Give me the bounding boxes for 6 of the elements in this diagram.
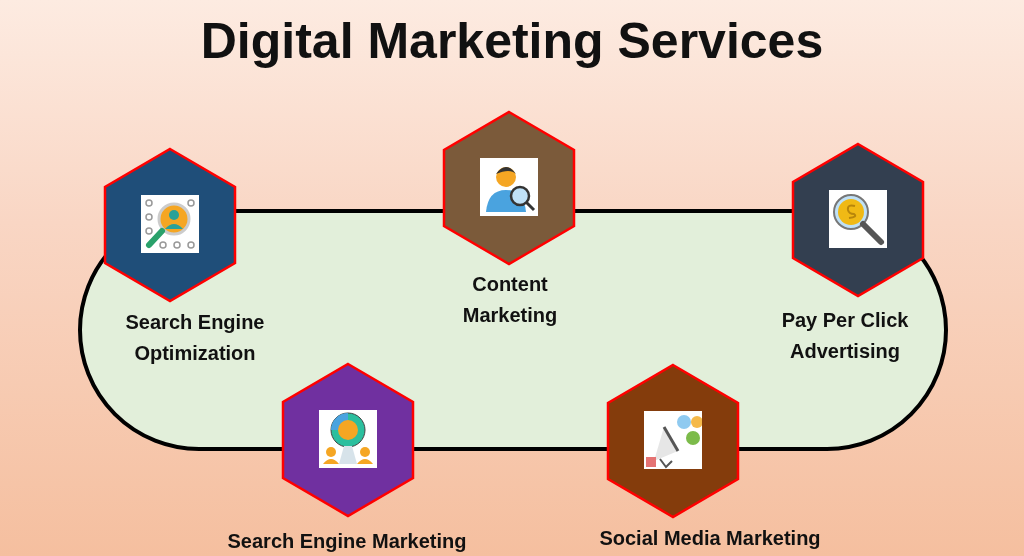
service-label: Search Engine Marketing: [226, 529, 468, 554]
title: Digital Marketing Services: [199, 12, 825, 70]
service-label: Content Marketing: [461, 272, 559, 328]
service-label: Pay Per Click Advertising: [780, 308, 910, 364]
service-label: Social Media Marketing: [598, 526, 822, 551]
service-label: Search Engine Optimization: [124, 310, 266, 366]
